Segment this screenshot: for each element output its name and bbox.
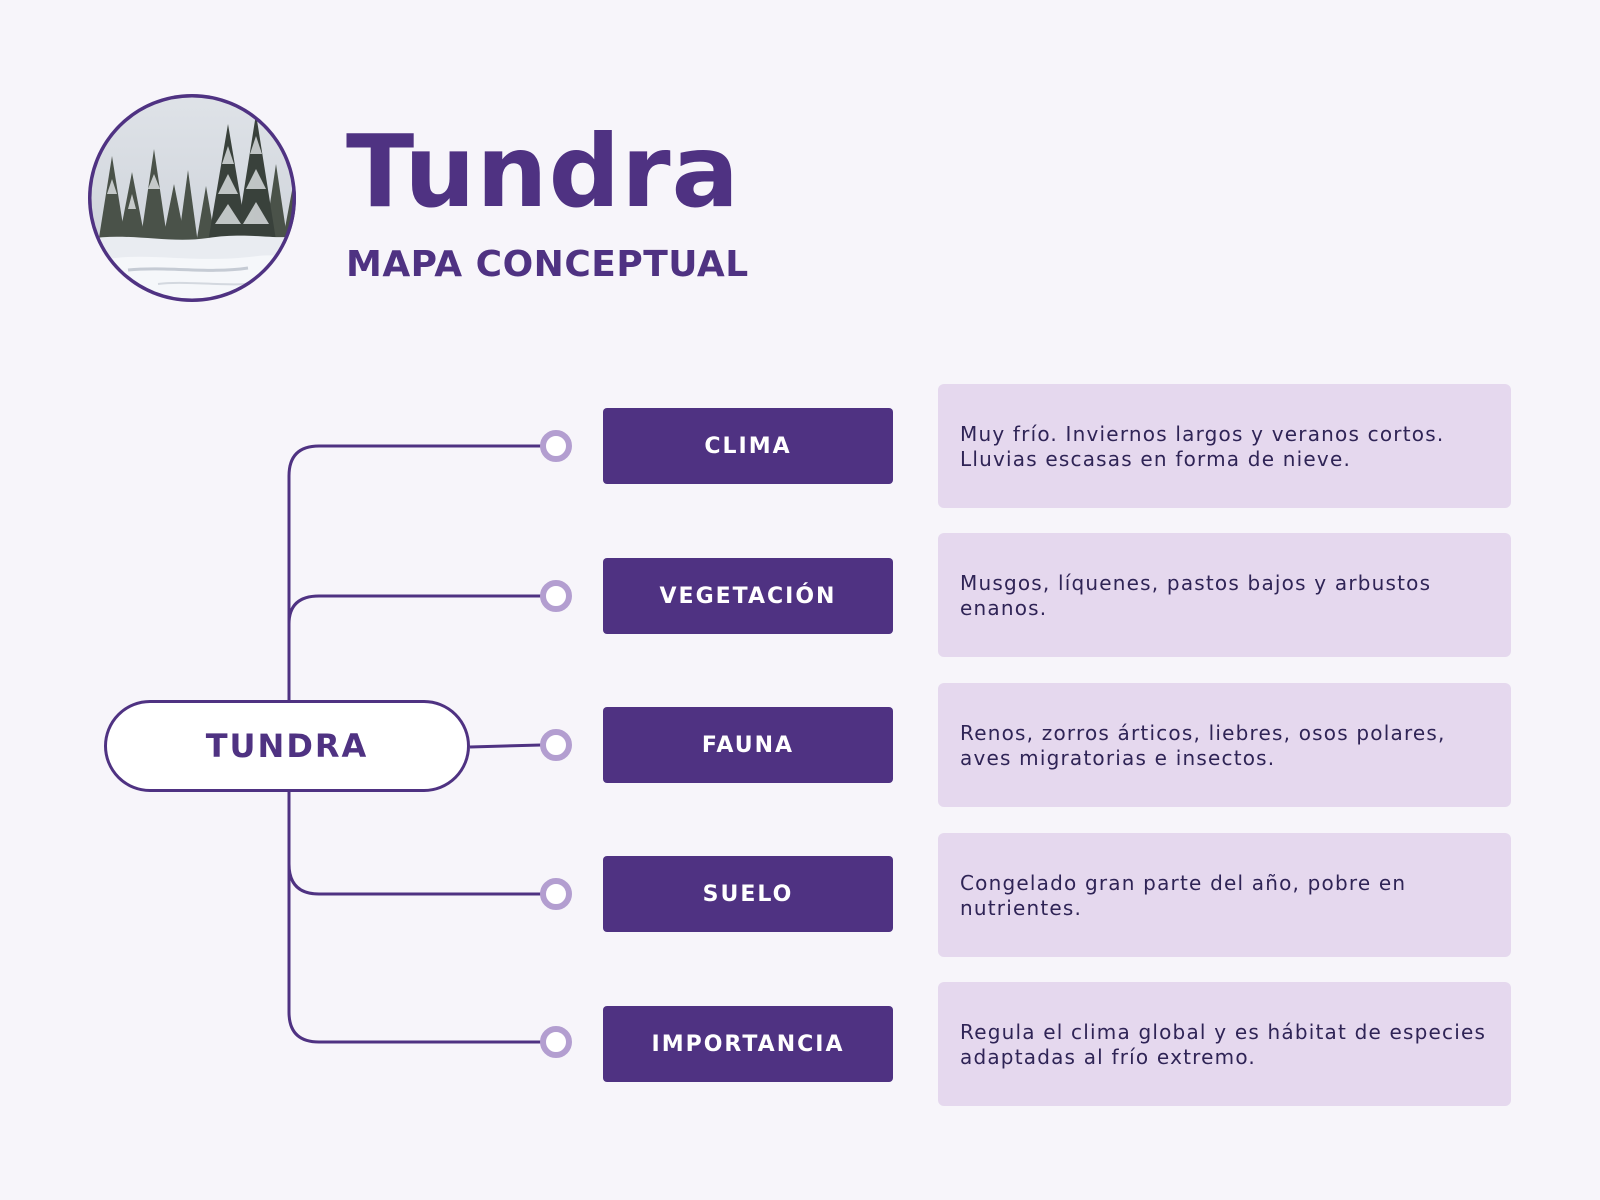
- page-subtitle: MAPA CONCEPTUAL: [346, 244, 749, 285]
- connector-vegetacion: [287, 594, 541, 625]
- description-box-vegetacion: Musgos, líquenes, pastos bajos y arbusto…: [938, 533, 1511, 657]
- description-text: Renos, zorros árticos, liebres, osos pol…: [960, 721, 1446, 770]
- category-importancia: IMPORTANCIA: [603, 1006, 893, 1082]
- description-box-importancia: Regula el clima global y es hábitat de e…: [938, 982, 1511, 1106]
- snowy-forest-photo: [88, 94, 296, 302]
- connector-node-circle: [540, 580, 572, 612]
- category-clima: CLIMA: [603, 408, 893, 484]
- category-fauna: FAUNA: [603, 707, 893, 783]
- connector-node-circle: [540, 729, 572, 761]
- description-text: Muy frío. Inviernos largos y veranos cor…: [960, 422, 1445, 471]
- connector-fauna: [469, 743, 542, 749]
- description-text: Regula el clima global y es hábitat de e…: [960, 1020, 1487, 1069]
- description-text: Congelado gran parte del año, pobre en n…: [960, 871, 1407, 920]
- connector-suelo: [287, 792, 541, 896]
- connector-clima: [287, 444, 541, 700]
- root-node: TUNDRA: [104, 700, 470, 792]
- connector-node-circle: [540, 1026, 572, 1058]
- description-box-fauna: Renos, zorros árticos, liebres, osos pol…: [938, 683, 1511, 807]
- description-box-suelo: Congelado gran parte del año, pobre en n…: [938, 833, 1511, 957]
- category-vegetacion: VEGETACIÓN: [603, 558, 893, 634]
- page-title: Tundra: [346, 113, 740, 230]
- connector-node-circle: [540, 878, 572, 910]
- category-label: CLIMA: [704, 433, 792, 459]
- description-box-clima: Muy frío. Inviernos largos y veranos cor…: [938, 384, 1511, 508]
- category-label: FAUNA: [701, 732, 795, 758]
- connector-importancia: [287, 864, 541, 1044]
- category-label: SUELO: [702, 881, 794, 907]
- root-node-label: TUNDRA: [205, 727, 369, 765]
- connector-node-circle: [540, 430, 572, 462]
- category-label: VEGETACIÓN: [659, 583, 837, 609]
- category-suelo: SUELO: [603, 856, 893, 932]
- category-label: IMPORTANCIA: [651, 1031, 845, 1057]
- description-text: Musgos, líquenes, pastos bajos y arbusto…: [960, 571, 1432, 620]
